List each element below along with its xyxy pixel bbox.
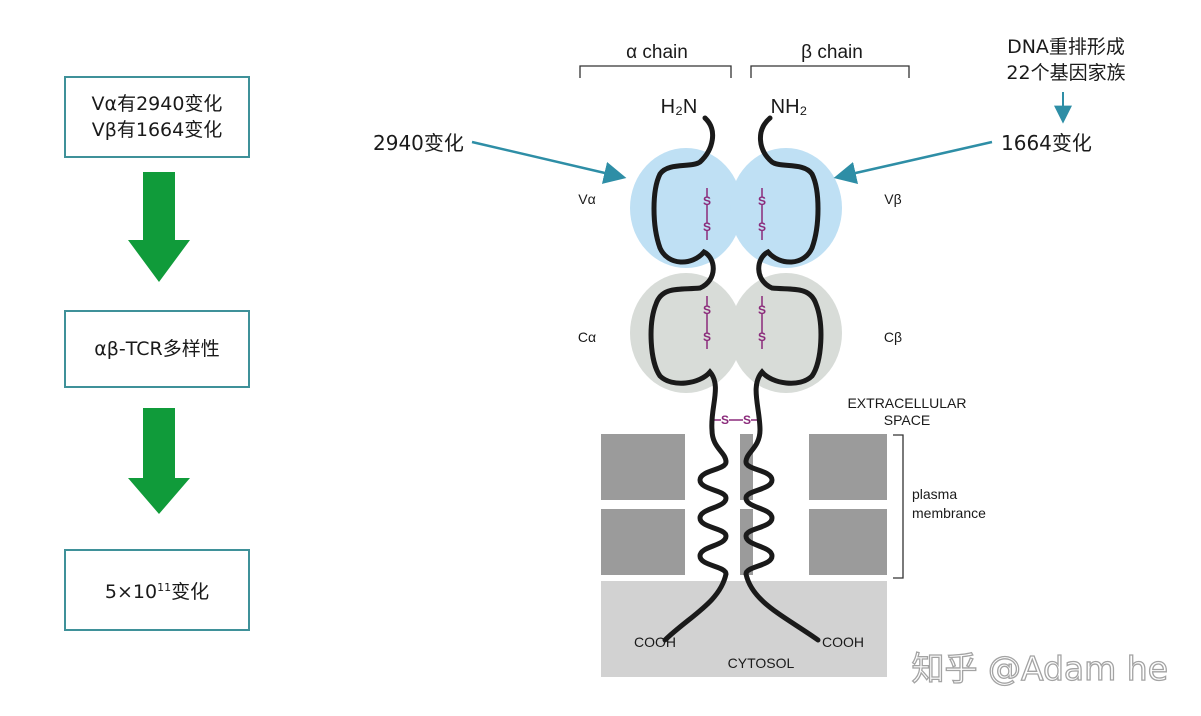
disulfide-s: S <box>758 194 766 208</box>
disulfide-s: S <box>703 220 711 234</box>
flow-box-v-variation: Vα有2940变化 Vβ有1664变化 <box>64 76 250 158</box>
watermark: 知乎 @Adam he <box>911 649 1168 688</box>
flow-box-v-beta-text: Vβ有1664变化 <box>91 119 223 141</box>
n-terminus-alpha: H₂N <box>661 96 698 118</box>
flow-box-total-variation: 5×1011变化 <box>64 549 250 631</box>
right-pointer-arrow <box>833 140 993 184</box>
disulfide-s: S <box>703 330 711 344</box>
flow-box-v-alpha-text: Vα有2940变化 <box>91 93 223 115</box>
membrane-label-2: membrance <box>912 505 986 521</box>
c-beta-label: Cβ <box>884 329 902 345</box>
cytosol-label: CYTOSOL <box>728 655 795 671</box>
flow-box-tcr-text: αβ-TCR多样性 <box>94 338 220 360</box>
flow-arrow-1 <box>128 172 190 282</box>
n-terminus-beta: NH₂ <box>771 96 808 118</box>
disulfide-s: S <box>758 303 766 317</box>
beta-chain-bracket <box>750 65 910 78</box>
beta-chain-label: β chain <box>801 42 863 63</box>
alpha-chain-label: α chain <box>626 42 688 63</box>
total-base: 5×10 <box>104 581 158 603</box>
c-alpha-label: Cα <box>578 329 596 345</box>
disulfide-s: S <box>758 330 766 344</box>
disulfide-s: S <box>703 194 711 208</box>
right-variation-label: 1664变化 <box>1001 131 1092 155</box>
disulfide-s: S <box>758 220 766 234</box>
total-suffix: 变化 <box>171 581 210 603</box>
gene-family-label: 22个基因家族 <box>1006 62 1125 84</box>
total-exponent: 11 <box>157 581 172 594</box>
membrane-block <box>809 509 887 575</box>
flow-box-total-text: 5×1011变化 <box>105 575 209 605</box>
alpha-chain-bracket <box>579 65 732 78</box>
flow-box-tcr-diversity: αβ-TCR多样性 <box>64 310 250 388</box>
beta-chain-strand <box>743 115 824 643</box>
left-pointer-arrow <box>471 140 627 184</box>
extracellular-label: EXTRACELLULAR <box>847 395 966 411</box>
disulfide-s: S <box>721 413 729 427</box>
disulfide-s: S <box>743 413 751 427</box>
disulfide-bonds <box>706 188 763 421</box>
membrane-bracket <box>893 434 904 579</box>
membrane-block <box>601 434 685 500</box>
membrane-label: plasma <box>912 486 957 502</box>
v-beta-label: Vβ <box>884 191 901 207</box>
cytosol-region <box>601 581 887 677</box>
cooh-beta-label: COOH <box>822 634 864 650</box>
flow-arrow-2 <box>128 408 190 514</box>
dna-rearrangement-label: DNA重排形成 <box>1007 36 1125 58</box>
cooh-alpha-label: COOH <box>634 634 676 650</box>
membrane-block <box>601 509 685 575</box>
extracellular-label-space: SPACE <box>884 412 930 428</box>
disulfide-s: S <box>703 303 711 317</box>
alpha-chain-strand <box>648 115 729 643</box>
v-alpha-label: Vα <box>578 191 595 207</box>
left-variation-label: 2940变化 <box>373 131 464 155</box>
membrane-block <box>809 434 887 500</box>
